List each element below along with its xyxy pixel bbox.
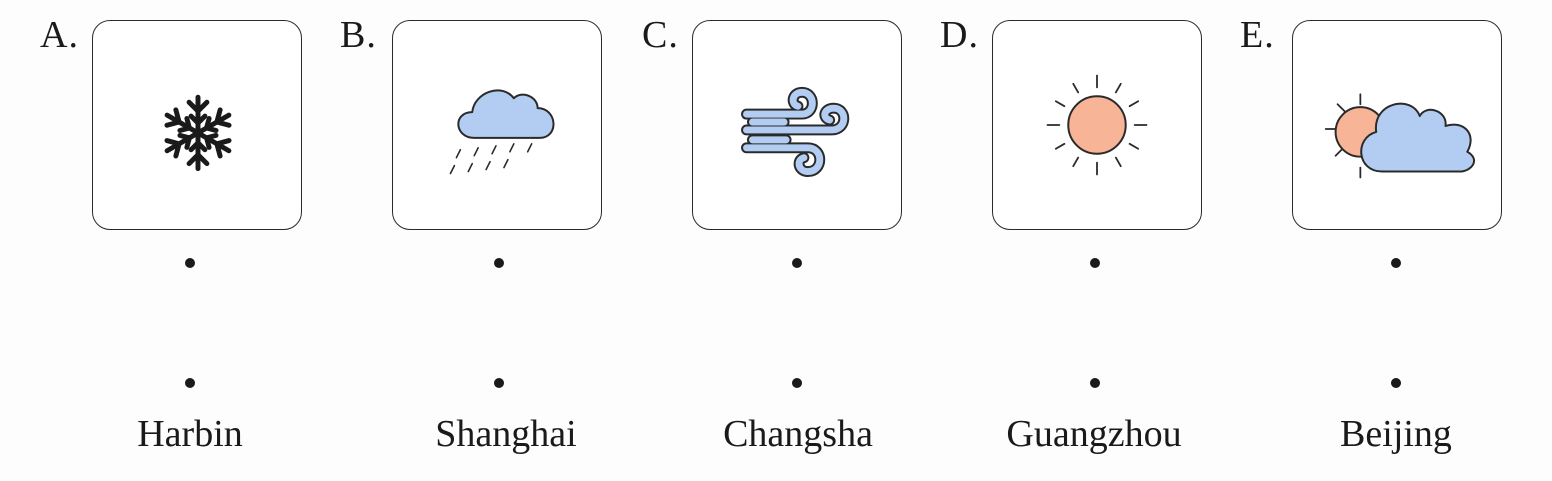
match-dot-bottom[interactable] xyxy=(792,378,802,388)
city-label: Shanghai xyxy=(435,413,577,455)
city-label: Harbin xyxy=(137,413,243,455)
match-dot-top[interactable] xyxy=(185,258,195,268)
weather-card[interactable] xyxy=(692,20,902,230)
option-letter: A. xyxy=(40,14,79,56)
city-label: Changsha xyxy=(723,413,873,455)
match-dot-bottom[interactable] xyxy=(1391,378,1401,388)
option-b: B. Shanghai xyxy=(340,0,640,481)
option-letter: C. xyxy=(642,14,679,56)
match-dot-top[interactable] xyxy=(1090,258,1100,268)
option-a: A. xyxy=(40,0,340,481)
option-letter: D. xyxy=(940,14,979,56)
wind-icon xyxy=(741,86,850,177)
option-e: E. Beijing xyxy=(1240,0,1540,481)
option-c: C. Changsha xyxy=(640,0,940,481)
snowflake-icon xyxy=(164,94,232,172)
sun-icon xyxy=(1046,74,1148,176)
city-label: Guangzhou xyxy=(1006,413,1182,455)
option-letter: E. xyxy=(1240,14,1275,56)
match-dot-top[interactable] xyxy=(494,258,504,268)
sun-behind-cloud-icon xyxy=(1324,93,1476,179)
weather-card[interactable] xyxy=(92,20,302,230)
weather-card[interactable] xyxy=(392,20,602,230)
weather-card[interactable] xyxy=(992,20,1202,230)
option-letter: B. xyxy=(340,14,377,56)
rain-cloud-icon xyxy=(449,89,555,175)
match-dot-top[interactable] xyxy=(792,258,802,268)
match-dot-bottom[interactable] xyxy=(1090,378,1100,388)
match-dot-bottom[interactable] xyxy=(185,378,195,388)
city-label: Beijing xyxy=(1340,413,1452,455)
match-dot-top[interactable] xyxy=(1391,258,1401,268)
match-dot-bottom[interactable] xyxy=(494,378,504,388)
weather-card[interactable] xyxy=(1292,20,1502,230)
option-d: D. xyxy=(940,0,1240,481)
